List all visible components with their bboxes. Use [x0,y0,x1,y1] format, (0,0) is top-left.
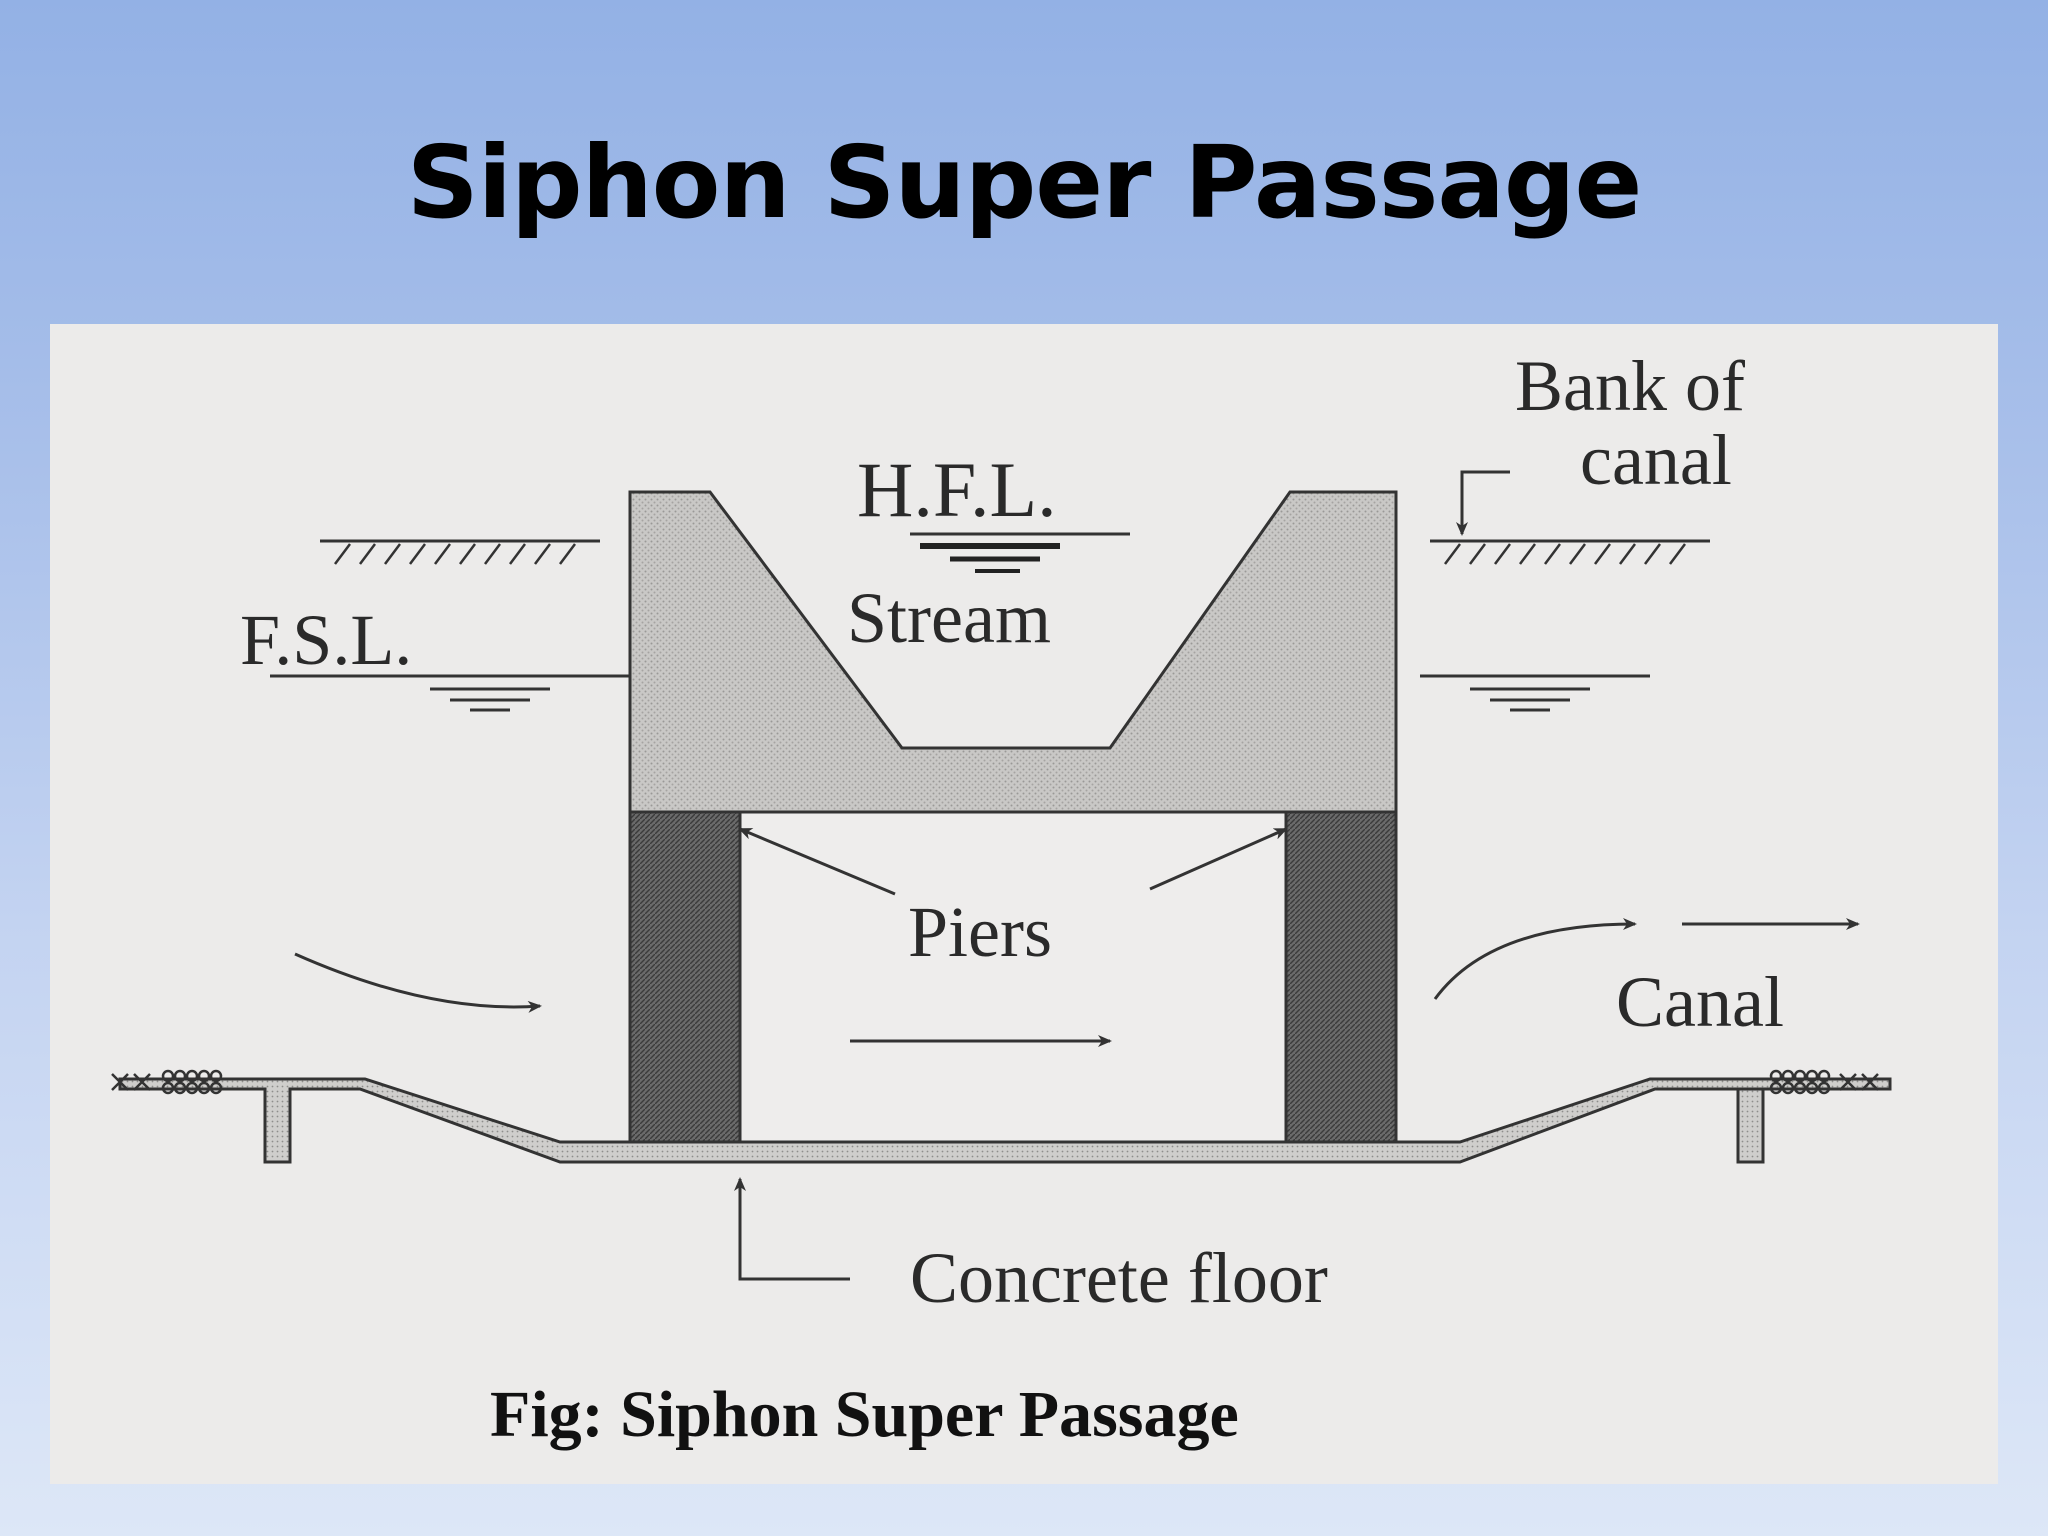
right-riprap [1769,1069,1879,1095]
inflow-arrow [294,952,542,1013]
bank-of-canal-arrow [1456,470,1510,536]
hfl-label: H.F.L. [857,446,1057,533]
left-ground-line [320,539,600,565]
canal-bank-label: canal [1580,420,1732,500]
left-riprap [111,1069,223,1095]
concrete-floor-arrow [734,1177,750,1281]
figure-caption: Fig: Siphon Super Passage [490,1378,1239,1451]
right-cutoff-wall [1736,1087,1765,1164]
left-fsl-water-line [270,674,630,712]
slide-title: Siphon Super Passage [406,124,1643,241]
outflow-arrow [1433,918,1637,1000]
hfl-water-mark [910,532,1130,573]
figure-panel: H.F.L. Stream F.S.L. Bank of canal Piers… [50,324,1998,1484]
bank-of-label: Bank of [1515,346,1745,426]
right-ground-line [1430,539,1710,565]
canal-label: Canal [1616,962,1784,1042]
right-pier-arrow [1149,827,1288,891]
left-pier [628,810,742,1144]
fsl-label: F.S.L. [240,600,412,680]
siphon-super-passage-diagram: H.F.L. Stream F.S.L. Bank of canal Piers… [111,346,1892,1451]
concrete-floor [118,1077,1892,1164]
right-fsl-water-line [1420,674,1650,712]
left-pier-arrow [738,827,896,896]
siphon-passage [738,810,1288,1144]
stream-label: Stream [847,578,1051,658]
right-pier [1284,810,1398,1144]
concrete-floor-label: Concrete floor [910,1238,1328,1318]
piers-label: Piers [908,892,1052,972]
